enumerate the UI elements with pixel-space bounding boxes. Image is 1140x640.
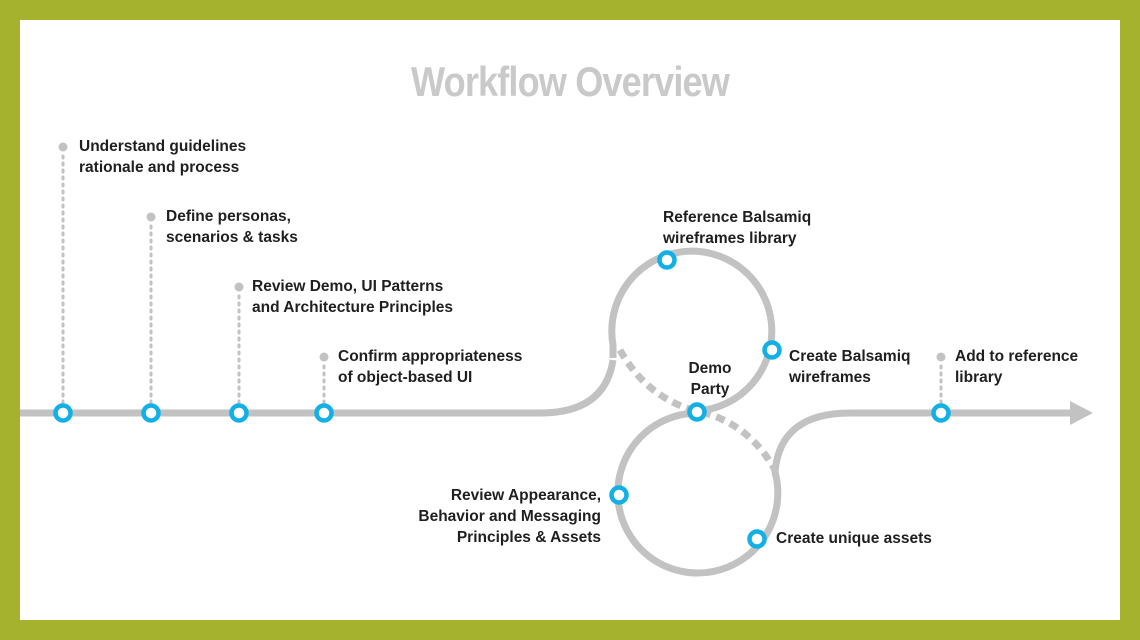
milestone-create-assets-icon — [747, 529, 767, 549]
step-review-appearance-line2: Behavior and Messaging — [418, 508, 601, 525]
step-create-wireframes-line2: wireframes — [789, 369, 871, 386]
step-review-demo-line1: Review Demo, UI Patterns — [252, 278, 444, 295]
milestone-reference-icon — [657, 250, 677, 270]
step-understand-label: Understand guidelines rationale and proc… — [79, 136, 246, 178]
step-review-demo-label: Review Demo, UI Patterns and Architectur… — [252, 276, 453, 318]
step-personas-label: Define personas, scenarios & tasks — [166, 206, 298, 248]
step-add-reference-label: Add to reference library — [955, 346, 1078, 388]
leader-dot-understand — [58, 142, 68, 152]
leader-dot-add-reference — [936, 352, 946, 362]
step-personas-line1: Define personas, — [166, 208, 291, 225]
step-review-demo-line2: and Architecture Principles — [252, 299, 453, 316]
milestone-personas-icon — [141, 403, 161, 423]
leader-dot-review-demo — [234, 282, 244, 292]
milestone-add-reference-icon — [931, 403, 951, 423]
lower-loop-track — [614, 409, 1072, 577]
step-confirm-label: Confirm appropriateness of object-based … — [338, 346, 522, 388]
leader-dot-personas — [146, 212, 156, 222]
step-reference-line2: wireframes library — [663, 230, 797, 247]
step-create-wireframes-line1: Create Balsamiq — [789, 348, 911, 365]
milestone-review-appearance-icon — [609, 485, 629, 505]
main-track — [20, 359, 617, 417]
step-confirm-line1: Confirm appropriateness — [338, 348, 523, 365]
upper-loop-track — [608, 247, 776, 415]
step-add-reference-line1: Add to reference — [955, 348, 1079, 365]
step-confirm-line2: of object-based UI — [338, 369, 473, 386]
step-review-appearance-line3: Principles & Assets — [456, 529, 601, 546]
milestone-confirm-icon — [314, 403, 334, 423]
step-review-appearance-label: Review Appearance, Behavior and Messagin… — [380, 485, 601, 548]
step-add-reference-line2: library — [955, 369, 1003, 386]
step-create-assets-label: Create unique assets — [776, 528, 932, 549]
slide-canvas — [20, 20, 1120, 620]
step-create-assets-line1: Create unique assets — [776, 530, 932, 547]
step-demo-party-label: Demo Party — [672, 358, 748, 400]
step-demo-party-line1: Demo — [688, 360, 732, 377]
step-understand-line2: rationale and process — [79, 159, 240, 176]
milestone-demo-party-icon — [687, 402, 707, 422]
step-understand-line1: Understand guidelines — [79, 138, 247, 155]
step-personas-line2: scenarios & tasks — [166, 229, 298, 246]
milestone-review-demo-icon — [229, 403, 249, 423]
arrowhead-icon — [1070, 401, 1093, 425]
step-reference-line1: Reference Balsamiq — [663, 209, 812, 226]
dashed-connector-left — [616, 348, 694, 414]
step-reference-label: Reference Balsamiq wireframes library — [663, 207, 811, 249]
milestone-create-wireframes-icon — [762, 340, 782, 360]
dashed-connector-right — [701, 408, 779, 472]
step-review-appearance-line1: Review Appearance, — [450, 487, 601, 504]
step-demo-party-line2: Party — [690, 381, 730, 398]
leader-dot-confirm — [319, 352, 329, 362]
milestone-understand-icon — [53, 403, 73, 423]
page-title: Workflow Overview — [411, 58, 730, 105]
step-create-wireframes-label: Create Balsamiq wireframes — [789, 346, 910, 388]
